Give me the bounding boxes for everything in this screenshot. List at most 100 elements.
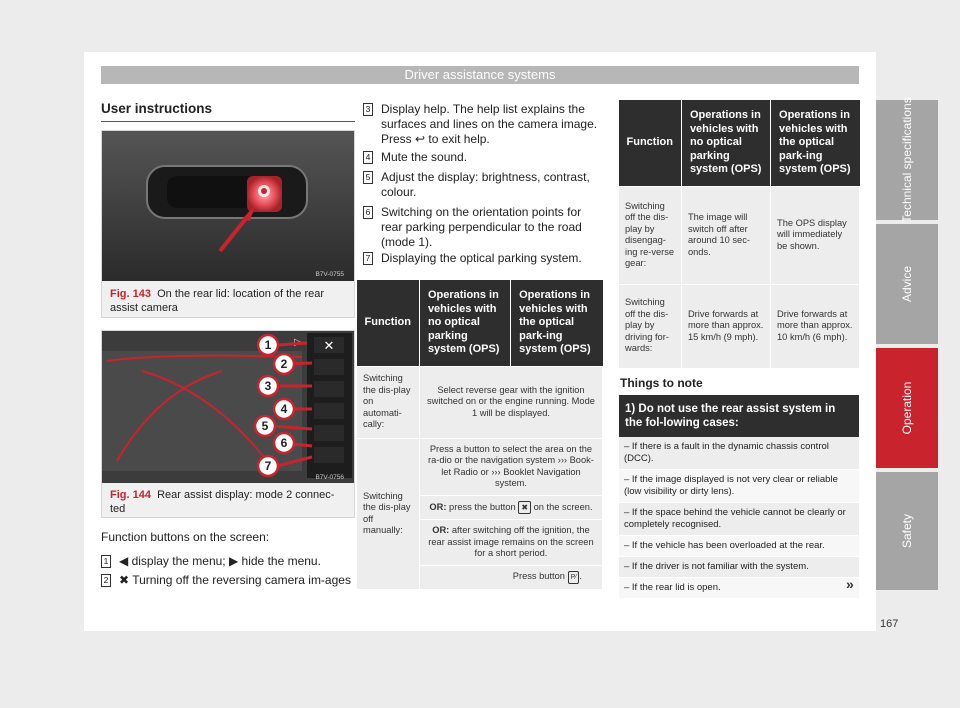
callout-2: 2 xyxy=(280,357,288,371)
item-text: Switching on the orientation points for … xyxy=(381,205,582,249)
park-assist-button-icon: P⁄ xyxy=(567,570,580,584)
item-text: Displaying the optical parking system. xyxy=(381,251,582,265)
table-cell: The OPS display will immediately be show… xyxy=(770,185,860,285)
callout-7: 7 xyxy=(264,459,272,473)
page-number: 167 xyxy=(880,618,899,630)
warning-box: 1) Do not use the rear assist system in … xyxy=(619,395,859,599)
continue-arrow-icon: » xyxy=(846,576,854,592)
list-item-3: 3 Display help. The help list explains th… xyxy=(363,102,603,147)
svg-text:✕: ✕ xyxy=(324,339,335,354)
list-item: – If the image displayed is not very cle… xyxy=(619,470,859,503)
figure-144: ✕ ▷ 1 2 3 4 xyxy=(101,330,355,518)
tab-label: Advice xyxy=(900,265,914,303)
number-badge: 7 xyxy=(363,252,373,265)
figure-144-caption: Fig. 144 Rear assist display: mode 2 con… xyxy=(110,489,346,516)
tab-advice[interactable]: Advice xyxy=(876,224,938,344)
warning-heading: 1) Do not use the rear assist system in … xyxy=(619,395,859,437)
tab-label: Technical specifications xyxy=(900,97,914,223)
header-function: Function xyxy=(356,280,420,366)
tab-label: Safety xyxy=(900,513,914,549)
list-item: – If the rear lid is open. xyxy=(619,578,859,599)
caption-text: On the rear lid: location of the rear as… xyxy=(110,288,325,314)
callout-3: 3 xyxy=(264,379,272,393)
number-badge: 6 xyxy=(363,206,373,219)
tab-operation[interactable]: Operation xyxy=(876,348,938,468)
item-text: Turning off the reversing camera im-ages xyxy=(132,573,351,587)
close-button-icon: ✖ xyxy=(518,500,532,514)
item-text: Display help. The help list explains the… xyxy=(381,102,598,146)
figure-143-caption: Fig. 143 On the rear lid: location of th… xyxy=(110,288,346,315)
rear-assist-screen: ✕ ▷ xyxy=(102,331,354,483)
header-ops: Operations in vehicles with the optical … xyxy=(770,100,860,186)
header-no-ops: Operations in vehicles with no optical p… xyxy=(419,280,512,366)
things-to-note-title: Things to note xyxy=(620,376,703,390)
rear-assist-display-photo: ✕ ▷ 1 2 3 4 xyxy=(102,331,354,483)
callout-1: 1 xyxy=(264,338,272,352)
close-icon: ✖ xyxy=(119,573,130,587)
callout-4: 4 xyxy=(280,402,288,416)
list-item-2: 2 ✖ Turning off the reversing camera im-a… xyxy=(101,573,355,588)
number-badge: 2 xyxy=(101,574,111,587)
list-item: – If the space behind the vehicle cannot… xyxy=(619,503,859,536)
table-row-function: Switching the dis-play on automati-cally… xyxy=(356,365,420,439)
item-text-2: hide the menu. xyxy=(241,554,321,568)
callout-6: 6 xyxy=(280,436,288,450)
tab-label: Operation xyxy=(900,381,914,435)
list-item: – If the driver is not familiar with the… xyxy=(619,557,859,578)
table-row-function: Switching the dis-play off manually: xyxy=(356,437,420,590)
rear-lid-illustration xyxy=(102,131,354,281)
number-badge: 5 xyxy=(363,171,373,184)
figure-label: Fig. 144 xyxy=(110,489,151,501)
table-cell: Drive forwards at more than approx. 10 k… xyxy=(770,283,860,369)
tab-safety[interactable]: Safety xyxy=(876,472,938,590)
list-item-7: 7 Displaying the optical parking system. xyxy=(363,251,603,266)
section-title: User instructions xyxy=(101,101,213,116)
table-cell: Select reverse gear with the ignition sw… xyxy=(418,365,604,439)
or-label: OR: xyxy=(429,501,447,512)
number-badge: 1 xyxy=(101,555,111,568)
list-item-5: 5 Adjust the display: brightness, contras… xyxy=(363,170,603,200)
list-item-6: 6 Switching on the orientation points for… xyxy=(363,205,603,250)
table-cell: The image will switch off after around 1… xyxy=(680,185,772,285)
rear-lid-camera-photo: B7V-0755 xyxy=(102,131,354,281)
caret-right-icon: ▶ xyxy=(228,554,239,568)
number-badge: 3 xyxy=(363,103,373,116)
header-ops: Operations in vehicles with the optical … xyxy=(510,280,603,366)
caption-text: Rear assist display: mode 2 connec-ted xyxy=(110,489,335,515)
cell-text-2: on the screen. xyxy=(533,501,593,512)
table-cell: OR: press the button ✖ on the screen. xyxy=(418,494,604,520)
header-no-ops: Operations in vehicles with no optical p… xyxy=(681,100,772,186)
operations-table-1: Function Operations in vehicles with no … xyxy=(356,280,604,590)
cell-text: Press button xyxy=(512,570,565,581)
figure-143: B7V-0755 Fig. 143 On the rear lid: locat… xyxy=(101,130,355,318)
operations-table-2: Function Operations in vehicles with no … xyxy=(618,100,860,369)
title-underline xyxy=(101,121,355,122)
table-row-function: Switching off the dis-play by disengag-i… xyxy=(618,185,682,285)
list-item-1: 1 ◀ display the menu; ▶ hide the menu. xyxy=(101,554,355,569)
list-item: – If there is a fault in the dynamic cha… xyxy=(619,437,859,470)
image-code: B7V-0755 xyxy=(315,271,344,278)
list-item: – If the vehicle has been overloaded at … xyxy=(619,536,859,557)
cell-text: after switching off the ignition, the re… xyxy=(428,525,594,558)
callout-5: 5 xyxy=(261,419,269,433)
table-cell: OR: after switching off the ignition, th… xyxy=(418,519,604,566)
caret-left-icon: ◀ xyxy=(119,554,129,568)
cell-text: press the button xyxy=(449,501,516,512)
or-label: OR: xyxy=(432,525,450,535)
image-code: B7V-0756 xyxy=(315,474,344,481)
header-function: Function xyxy=(618,100,682,186)
table-cell: Press a button to select the area on the… xyxy=(418,437,604,496)
figure-label: Fig. 143 xyxy=(110,288,151,300)
number-badge: 4 xyxy=(363,151,373,164)
tab-technical-specifications[interactable]: Technical specifications xyxy=(876,97,938,223)
table-cell: Drive forwards at more than approx. 15 k… xyxy=(680,283,772,369)
item-text: Adjust the display: brightness, contrast… xyxy=(381,170,590,199)
chapter-header: Driver assistance systems xyxy=(101,66,859,84)
list-item-4: 4 Mute the sound. xyxy=(363,150,603,165)
item-text: display the menu; xyxy=(131,554,229,568)
table-row-function: Switching off the dis-play by driving fo… xyxy=(618,283,682,369)
warning-list: – If there is a fault in the dynamic cha… xyxy=(619,437,859,599)
table-cell: Press button P⁄. xyxy=(418,564,604,590)
buttons-intro: Function buttons on the screen: xyxy=(101,530,270,544)
item-text: Mute the sound. xyxy=(381,150,468,164)
